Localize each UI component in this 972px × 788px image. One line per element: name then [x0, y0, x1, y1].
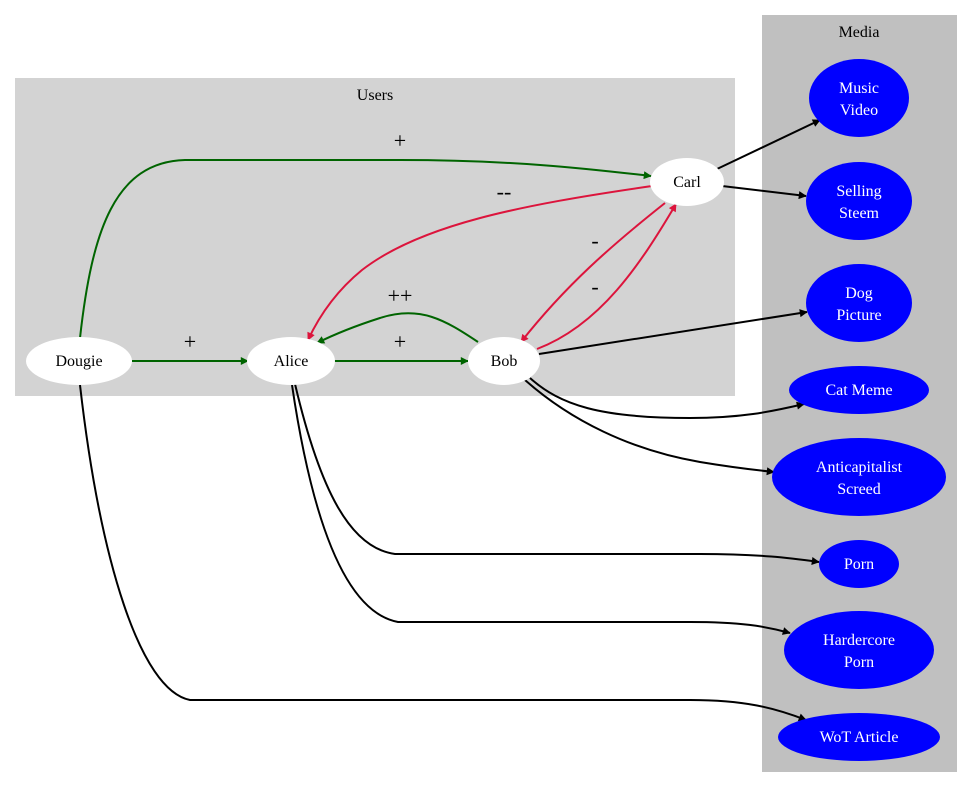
edge-carl-alice: [307, 185, 653, 341]
media-node-wot-article-line1: WoT Article: [820, 729, 899, 746]
user-edges: [79, 159, 677, 365]
edge-alice-hardercore: [291, 384, 791, 635]
user-node-alice-label: Alice: [274, 353, 309, 370]
media-node-porn-line1: Porn: [844, 556, 874, 573]
edge-label-carl-alice: --: [497, 179, 512, 204]
media-node-selling-steem[interactable]: Selling Steem: [806, 162, 912, 240]
media-node-music-video-line1: Music: [839, 80, 879, 97]
edge-label-bob-carl: -: [591, 274, 598, 299]
edge-bob-anticapitalist: [524, 379, 775, 476]
media-node-cat-meme-line1: Cat Meme: [825, 382, 892, 399]
media-edges: [79, 119, 821, 722]
user-node-dougie-label: Dougie: [55, 353, 102, 370]
cluster-media-label: Media: [839, 24, 880, 41]
edge-bob-dog-picture: [538, 309, 808, 355]
edge-label-bob-alice: ++: [388, 283, 413, 308]
edge-alice-porn: [294, 383, 820, 565]
media-node-anticapitalist-screed[interactable]: Anticapitalist Screed: [772, 438, 946, 516]
media-node-selling-steem-line2: Steem: [839, 205, 880, 222]
edge-label-carl-bob: -: [591, 228, 598, 253]
edge-label-dougie-alice: +: [184, 329, 196, 354]
media-node-porn[interactable]: Porn: [819, 540, 899, 588]
media-node-hardercore-porn-line1: Hardercore: [823, 632, 895, 649]
media-node-hardercore-porn-line2: Porn: [844, 654, 874, 671]
edge-bob-alice: [316, 312, 479, 344]
edge-labels: + + + ++ -- - -: [184, 128, 599, 354]
media-node-anticapitalist-screed-line1: Anticapitalist: [816, 459, 903, 476]
media-node-selling-steem-line1: Selling: [836, 183, 881, 200]
user-node-carl-label: Carl: [673, 174, 701, 191]
user-node-dougie[interactable]: Dougie: [26, 337, 132, 385]
edge-dougie-carl: [79, 159, 652, 339]
edge-dougie-wot: [79, 384, 807, 722]
media-node-anticapitalist-screed-line2: Screed: [837, 481, 881, 498]
media-node-music-video[interactable]: Music Video: [809, 59, 909, 137]
user-node-alice[interactable]: Alice: [247, 337, 335, 385]
edge-label-dougie-carl: +: [394, 128, 406, 153]
edge-bob-cat-meme: [529, 377, 805, 420]
user-node-carl[interactable]: Carl: [650, 158, 724, 206]
edge-bob-carl: [536, 203, 677, 350]
user-node-bob[interactable]: Bob: [468, 337, 540, 385]
cluster-users-label: Users: [357, 87, 393, 104]
media-node-cat-meme[interactable]: Cat Meme: [789, 366, 929, 414]
edge-label-alice-bob: +: [394, 329, 406, 354]
media-node-dog-picture[interactable]: Dog Picture: [806, 264, 912, 342]
media-node-music-video-line2: Video: [840, 102, 878, 119]
media-node-wot-article[interactable]: WoT Article: [778, 713, 940, 761]
edge-carl-selling-steem: [721, 185, 807, 200]
media-node-hardercore-porn[interactable]: Hardercore Porn: [784, 611, 934, 689]
edge-carl-bob: [520, 202, 666, 343]
media-node-dog-picture-line1: Dog: [845, 285, 873, 302]
media-node-dog-picture-line2: Picture: [836, 307, 881, 324]
edge-carl-music-video: [716, 119, 821, 170]
user-node-bob-label: Bob: [491, 353, 518, 370]
